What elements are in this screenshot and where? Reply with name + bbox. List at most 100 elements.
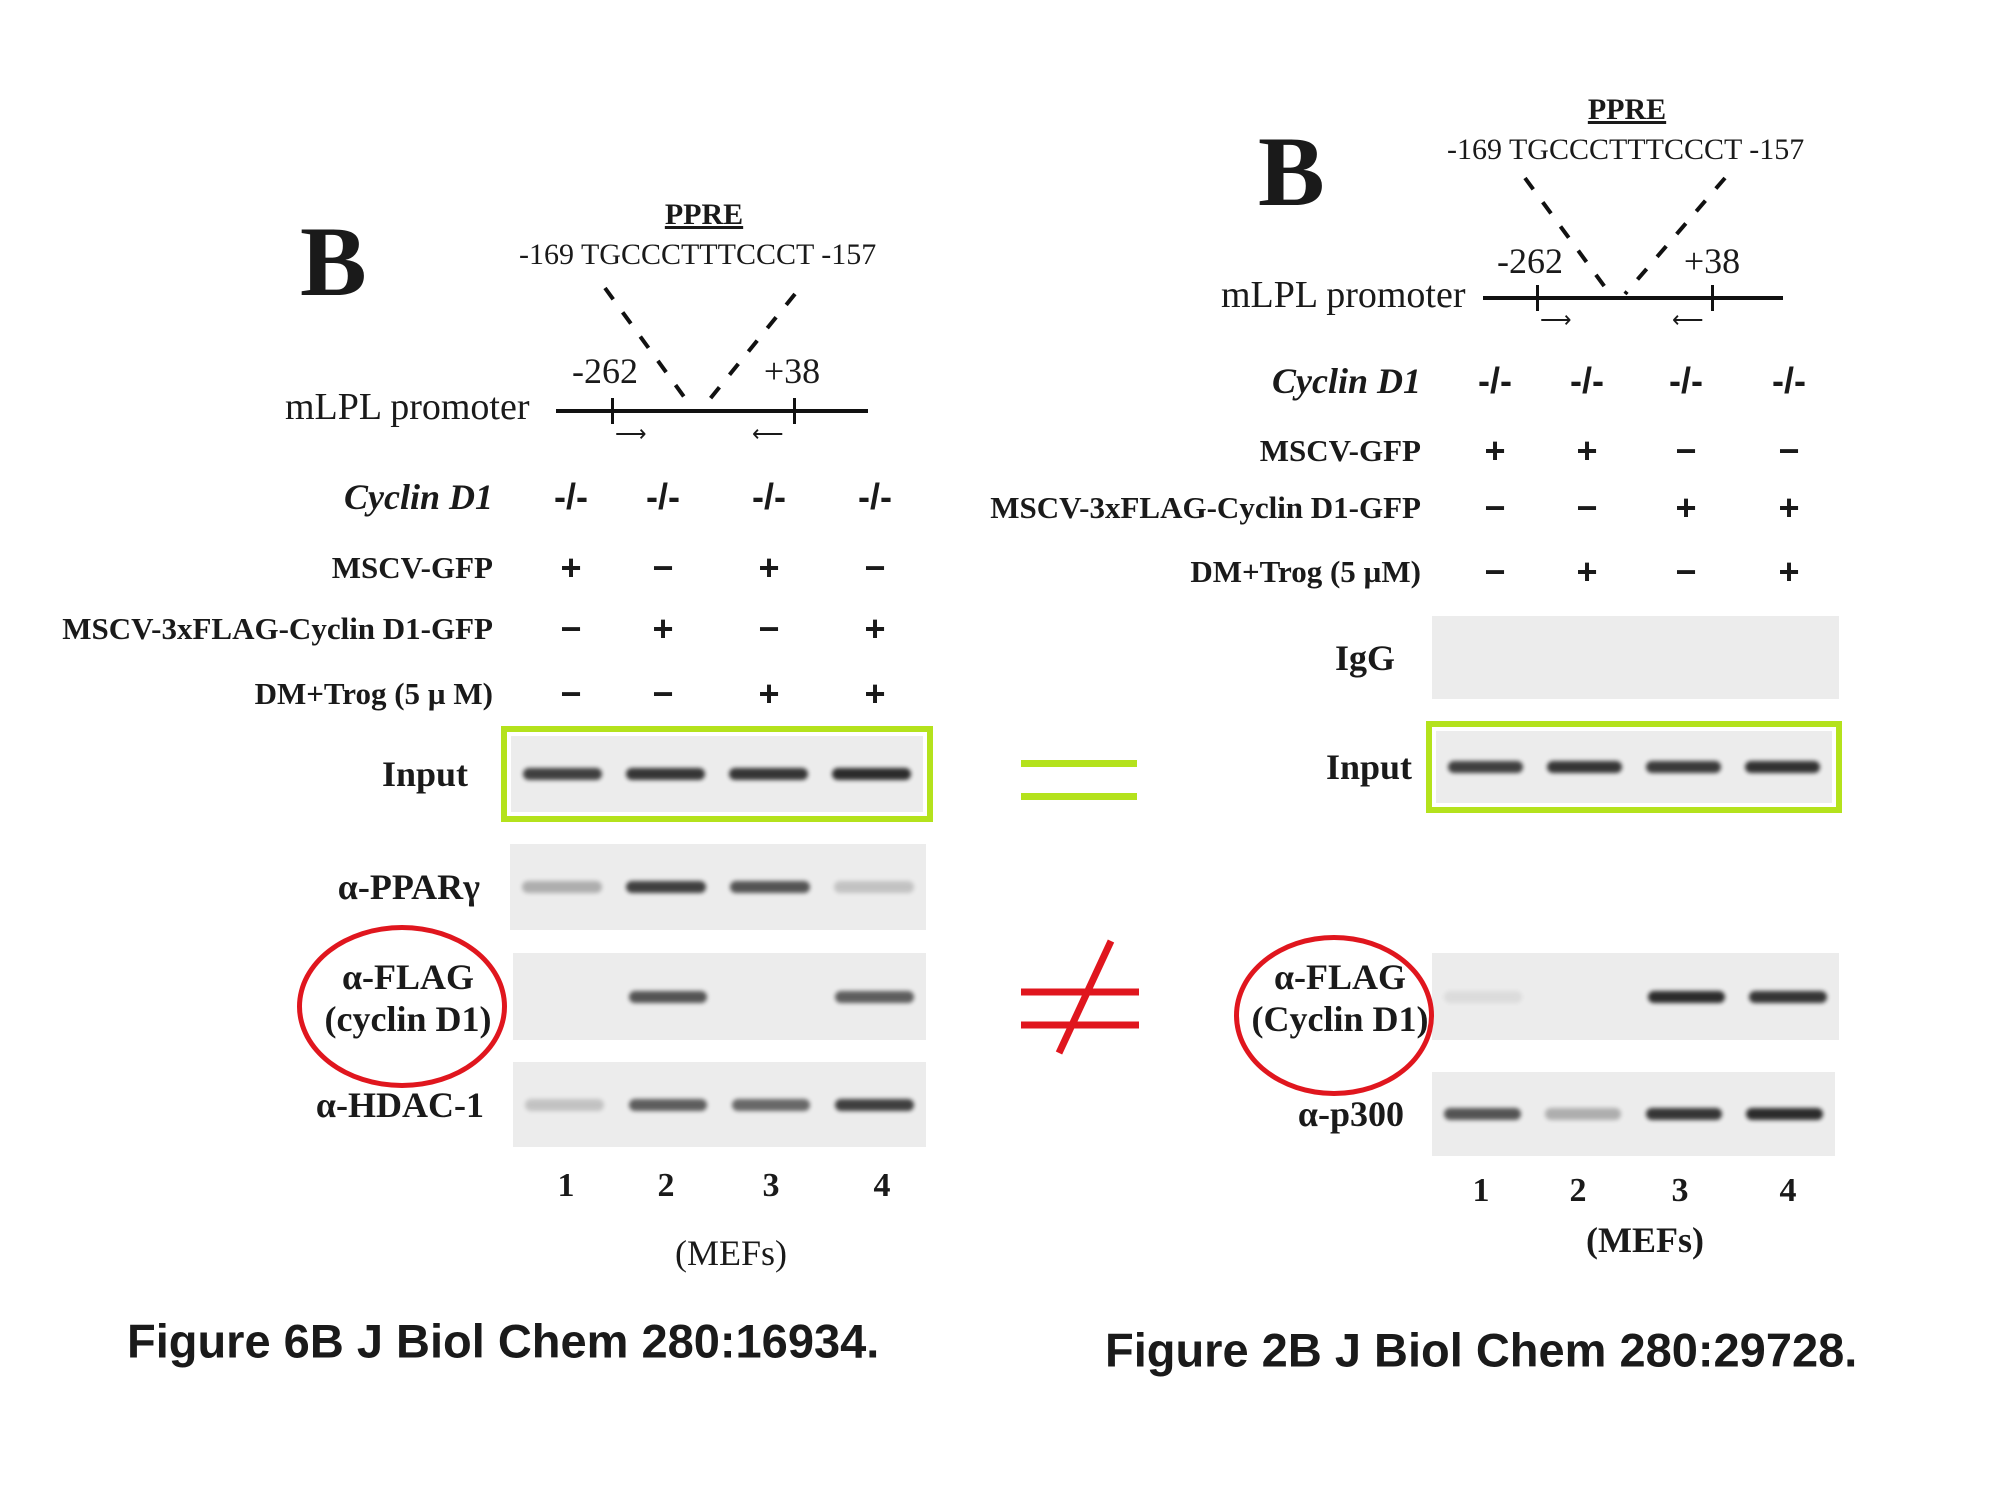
lane-number: 3 xyxy=(1671,1172,1689,1209)
blot-band xyxy=(1647,990,1726,1003)
ppre-sequence: -169 TGCCCTTTCCCT -157 xyxy=(519,238,877,271)
blot-label: IgG xyxy=(1334,637,1395,678)
lane-number: 2 xyxy=(657,1167,675,1204)
blot-band xyxy=(628,1098,708,1111)
highlight-circle xyxy=(297,925,507,1088)
blot-image xyxy=(1436,731,1832,803)
blot-band xyxy=(1544,1108,1622,1120)
condition-cell: − xyxy=(560,673,582,714)
left-figure-caption: Figure 6B J Biol Chem 280:16934. xyxy=(127,1314,880,1368)
condition-cell: − xyxy=(1778,430,1800,471)
ppre-label: PPRE xyxy=(1587,93,1667,126)
blot-band xyxy=(525,1098,604,1111)
condition-cell: + xyxy=(1576,430,1598,471)
row-label: DM+Trog (5 µM) xyxy=(1190,554,1421,589)
highlight-box xyxy=(1426,721,1842,813)
lane-number: 1 xyxy=(1472,1172,1490,1209)
condition-cell: -/- xyxy=(554,476,588,517)
reverse-primer-arrow-icon: ⟵ xyxy=(1672,307,1704,332)
position-end: +38 xyxy=(1683,241,1741,281)
blot-band xyxy=(626,881,706,893)
lane-number: 3 xyxy=(762,1167,780,1204)
condition-cell: + xyxy=(1484,430,1506,471)
blot-band xyxy=(1645,1108,1723,1120)
blot-image xyxy=(1432,953,1839,1040)
blot-band xyxy=(1444,1108,1521,1120)
position-end: +38 xyxy=(763,351,821,391)
blot-image xyxy=(1432,616,1839,699)
condition-cell: − xyxy=(1576,487,1598,528)
condition-cell: -/- xyxy=(1772,360,1806,401)
forward-primer-arrow-icon: ⟶ xyxy=(1540,307,1572,332)
blot-image xyxy=(513,1062,926,1147)
promoter-tick xyxy=(1711,285,1714,311)
blot-label: Input xyxy=(381,754,468,794)
position-start: -262 xyxy=(572,351,638,391)
condition-cell: + xyxy=(1778,551,1800,592)
condition-cell: -/- xyxy=(646,476,680,517)
condition-cell: − xyxy=(1484,551,1506,592)
promoter-label: mLPL promoter xyxy=(285,386,530,428)
ppre-dashed-lines xyxy=(1523,176,1727,296)
promoter-line xyxy=(1483,296,1783,300)
blot-band xyxy=(522,881,602,893)
blot-band xyxy=(626,768,705,780)
forward-primer-arrow-icon: ⟶ xyxy=(615,421,647,446)
ppre-sequence: -169 TGCCCTTTCCCT -157 xyxy=(1447,133,1805,166)
blot-band xyxy=(1744,761,1821,773)
condition-cell: -/- xyxy=(1570,360,1604,401)
lane-number: 4 xyxy=(873,1167,891,1204)
promoter-tick xyxy=(611,398,614,424)
equal-bar xyxy=(1021,793,1137,800)
condition-cell: + xyxy=(560,547,582,588)
highlight-box xyxy=(501,726,933,822)
cell-type-label: (MEFs) xyxy=(1586,1220,1704,1260)
row-label: MSCV-GFP xyxy=(1259,433,1421,468)
condition-cell: + xyxy=(758,673,780,714)
highlight-circle xyxy=(1234,935,1434,1096)
blot-band xyxy=(1645,761,1722,773)
not-equal-symbol xyxy=(1021,939,1139,1055)
cell-type-label: (MEFs) xyxy=(674,1233,788,1273)
condition-cell: − xyxy=(560,608,582,649)
blot-image xyxy=(1432,1072,1835,1156)
condition-cell: + xyxy=(864,608,886,649)
condition-cell: + xyxy=(864,673,886,714)
promoter-tick xyxy=(793,398,796,424)
blot-band xyxy=(1746,1108,1823,1120)
condition-cell: + xyxy=(1675,487,1697,528)
condition-cell: + xyxy=(1778,487,1800,528)
ppre-label: PPRE xyxy=(664,198,744,231)
condition-cell: -/- xyxy=(1669,360,1703,401)
row-label: MSCV-GFP xyxy=(331,550,493,585)
condition-cell: + xyxy=(1576,551,1598,592)
promoter-tick xyxy=(1536,285,1539,311)
condition-cell: − xyxy=(1675,551,1697,592)
condition-cell: -/- xyxy=(752,476,786,517)
condition-cell: − xyxy=(1675,430,1697,471)
blot-band xyxy=(628,990,708,1003)
condition-cell: − xyxy=(1484,487,1506,528)
condition-cell: − xyxy=(758,608,780,649)
blot-band xyxy=(1447,761,1524,773)
row-label: MSCV-3xFLAG-Cyclin D1-GFP xyxy=(990,490,1421,525)
right-figure-caption: Figure 2B J Biol Chem 280:29728. xyxy=(1105,1323,1858,1377)
blot-band xyxy=(1546,761,1623,773)
blot-band xyxy=(523,768,602,780)
condition-cell: − xyxy=(864,547,886,588)
row-label: MSCV-3xFLAG-Cyclin D1-GFP xyxy=(62,611,493,646)
condition-cell: − xyxy=(652,673,674,714)
blot-band xyxy=(730,881,810,893)
blot-image xyxy=(511,736,923,812)
promoter-line xyxy=(556,409,868,413)
blot-band xyxy=(834,881,914,893)
row-label: Cyclin D1 xyxy=(344,477,493,517)
condition-cell: − xyxy=(652,547,674,588)
blot-band xyxy=(832,768,911,780)
blot-band xyxy=(1749,990,1827,1003)
panel-letter: B xyxy=(1258,116,1325,227)
position-start: -262 xyxy=(1497,241,1563,281)
row-label: Cyclin D1 xyxy=(1272,361,1421,401)
condition-cell: + xyxy=(652,608,674,649)
reverse-primer-arrow-icon: ⟵ xyxy=(752,421,784,446)
